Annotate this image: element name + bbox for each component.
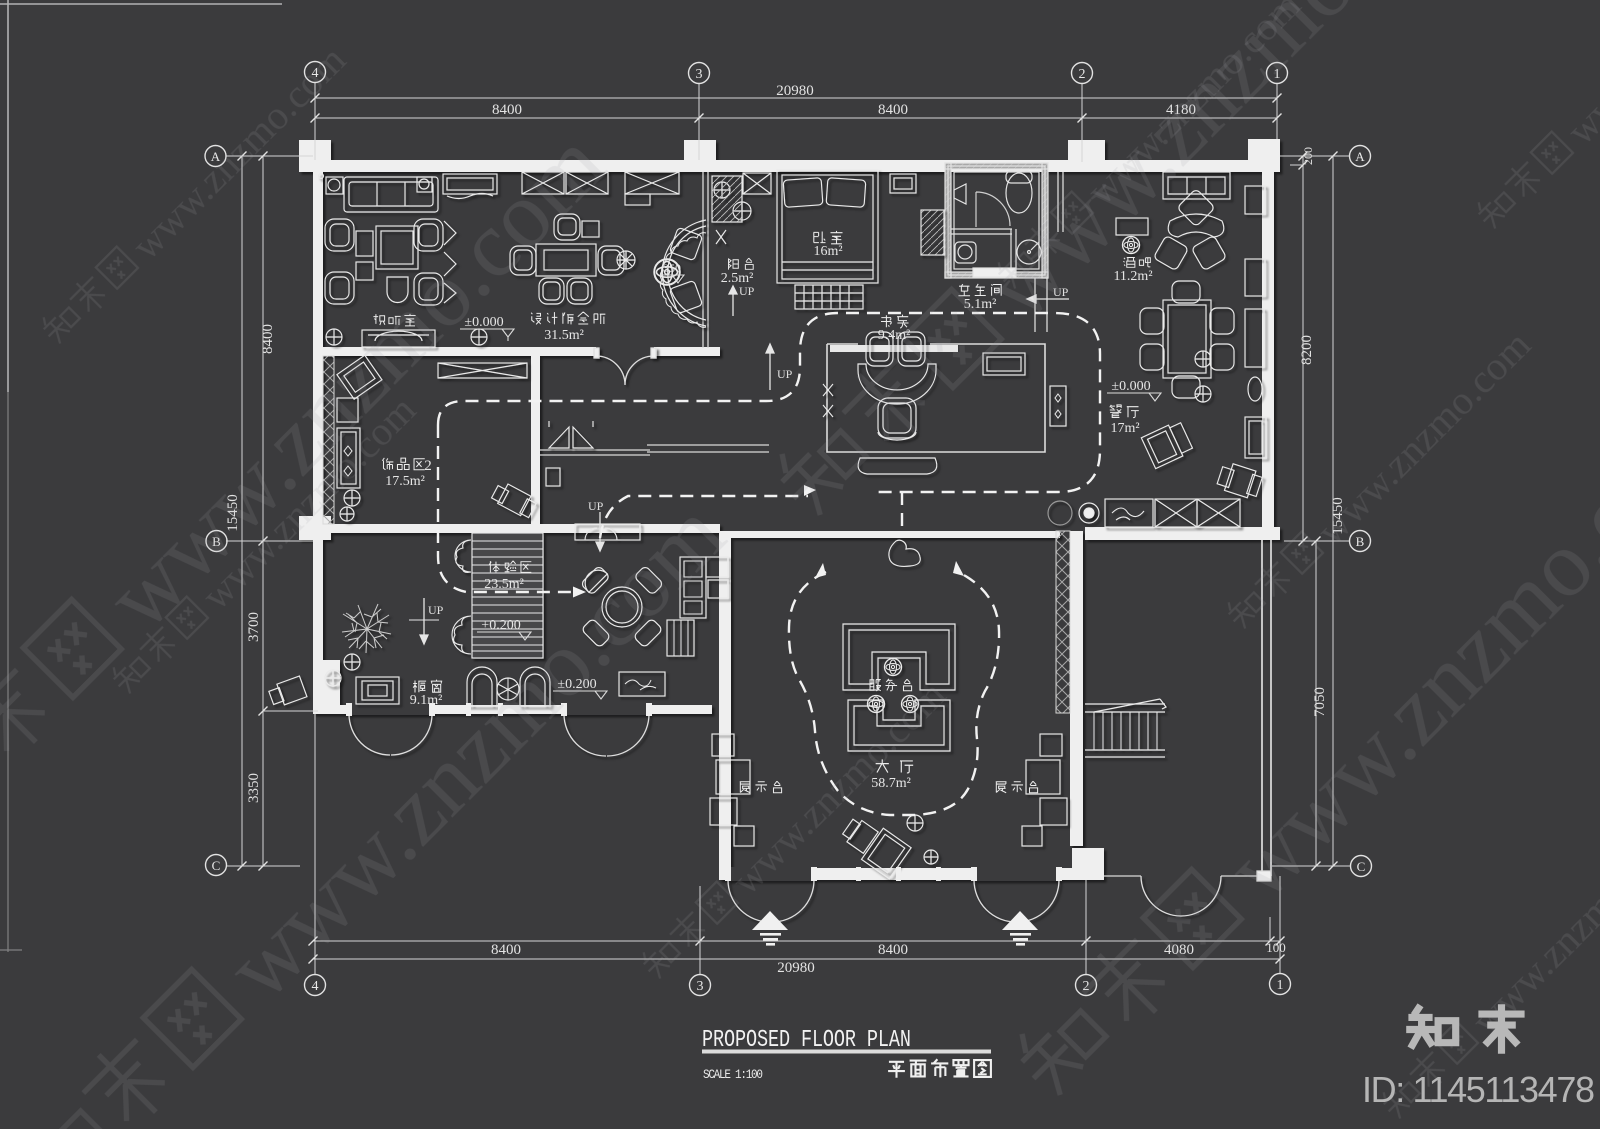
svg-text:17m²: 17m²: [1110, 421, 1139, 436]
svg-text:UP: UP: [428, 603, 444, 617]
svg-text:B: B: [1356, 534, 1365, 549]
svg-text:2.5m²: 2.5m²: [721, 271, 754, 286]
svg-text:7050: 7050: [1312, 687, 1328, 717]
svg-text:20980: 20980: [777, 960, 815, 976]
svg-text:UP: UP: [777, 367, 793, 381]
svg-text:UP: UP: [588, 499, 604, 513]
svg-text:8400: 8400: [260, 324, 276, 354]
svg-text:ID: 1145113478: ID: 1145113478: [1362, 1069, 1595, 1110]
svg-text:C: C: [212, 858, 221, 873]
svg-text:+0.200: +0.200: [481, 618, 520, 633]
svg-text:2: 2: [424, 458, 432, 474]
svg-text:8400: 8400: [878, 942, 908, 958]
svg-text:100: 100: [1266, 940, 1286, 955]
svg-text:1: 1: [1277, 978, 1284, 993]
svg-text:20980: 20980: [776, 83, 814, 99]
svg-text:58.7m²: 58.7m²: [871, 776, 911, 791]
svg-text:8400: 8400: [878, 102, 908, 118]
svg-text:SCALE 1:100: SCALE 1:100: [703, 1067, 763, 1082]
svg-text:350: 350: [663, 261, 681, 275]
svg-text:17.5m²: 17.5m²: [385, 474, 425, 489]
svg-text:PROPOSED FLOOR PLAN: PROPOSED FLOOR PLAN: [702, 1027, 911, 1054]
svg-text:3: 3: [697, 979, 704, 994]
svg-text:4: 4: [312, 979, 319, 994]
svg-text:8200: 8200: [1299, 335, 1315, 365]
svg-text:8400: 8400: [491, 942, 521, 958]
svg-text:31.5m²: 31.5m²: [544, 328, 584, 343]
svg-text:11.2m²: 11.2m²: [1113, 269, 1152, 284]
svg-text:A: A: [1355, 149, 1365, 164]
svg-text:2: 2: [1083, 979, 1090, 994]
svg-text:2: 2: [1079, 67, 1086, 82]
svg-text:8400: 8400: [492, 102, 522, 118]
svg-text:±0.000: ±0.000: [1111, 379, 1150, 394]
svg-text:9.1m²: 9.1m²: [410, 693, 443, 708]
svg-text:UP: UP: [739, 284, 755, 298]
svg-text:3350: 3350: [246, 773, 262, 803]
svg-text:23.5m²: 23.5m²: [484, 577, 524, 592]
svg-text:3700: 3700: [246, 612, 262, 642]
svg-text:200: 200: [1301, 147, 1315, 165]
svg-text:C: C: [1357, 859, 1366, 874]
svg-text:16m²: 16m²: [813, 244, 842, 259]
svg-text:3: 3: [696, 67, 703, 82]
